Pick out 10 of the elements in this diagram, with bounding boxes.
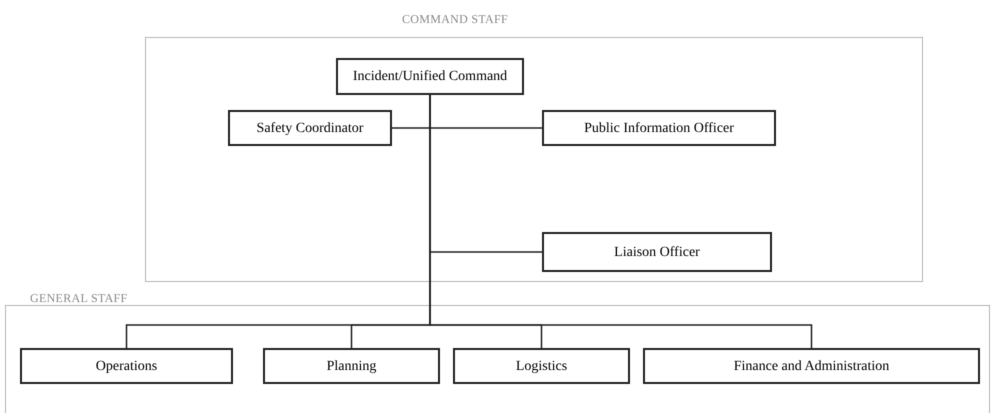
role-box: Operations xyxy=(20,348,233,384)
role-box: Safety Coordinator xyxy=(228,110,392,146)
group-heading: COMMAND STAFF xyxy=(402,11,508,28)
group-heading: GENERAL STAFF xyxy=(30,290,128,307)
role-box: Liaison Officer xyxy=(542,232,772,272)
role-box: Public Information Officer xyxy=(542,110,776,146)
role-box: Incident/Unified Command xyxy=(336,58,524,95)
role-box: Logistics xyxy=(453,348,630,384)
role-box: Finance and Administration xyxy=(643,348,980,384)
role-box: Planning xyxy=(263,348,440,384)
